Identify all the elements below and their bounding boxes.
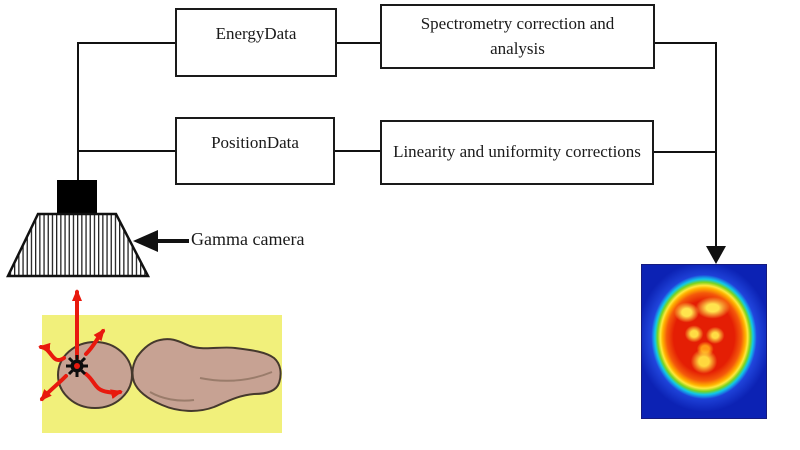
linearity-box: Linearity and uniformity corrections — [380, 120, 654, 185]
patient-head — [57, 341, 133, 409]
position-data-box: PositionData — [175, 117, 335, 185]
camera-pointer-arrow-icon — [133, 230, 189, 252]
gamma-ray-up-right — [84, 328, 105, 356]
connector-spectrometry-scan — [655, 42, 717, 248]
gamma-ray-arrows-icon — [38, 289, 123, 402]
body-contour-line — [199, 371, 273, 382]
flow-connector-lines — [77, 42, 717, 248]
spectrometry-box: Spectrometry correction and analysis — [380, 4, 655, 69]
position-data-label: PositionData — [211, 133, 299, 152]
down-arrowhead-icon — [706, 246, 726, 264]
patient-torso — [131, 338, 282, 412]
camera-housing — [57, 180, 97, 214]
gamma-ray-down-left — [40, 374, 68, 402]
spectrometry-label: Spectrometry correction and analysis — [420, 13, 615, 58]
gamma-camera-icon — [6, 180, 151, 278]
linearity-label: Linearity and uniformity corrections — [393, 142, 641, 162]
brain-scan-heatmap-icon — [641, 264, 767, 419]
camera-collimator — [6, 212, 151, 278]
energy-data-label: EnergyData — [215, 24, 297, 43]
gamma-ray-right — [84, 372, 123, 400]
energy-data-box: EnergyData — [175, 8, 337, 77]
connector-energy-left — [77, 42, 175, 180]
radiation-source-icon — [66, 355, 88, 377]
gamma-camera-caption: Gamma camera — [191, 229, 305, 249]
body-contour-line — [149, 391, 195, 402]
gamma-ray-left — [38, 342, 66, 362]
